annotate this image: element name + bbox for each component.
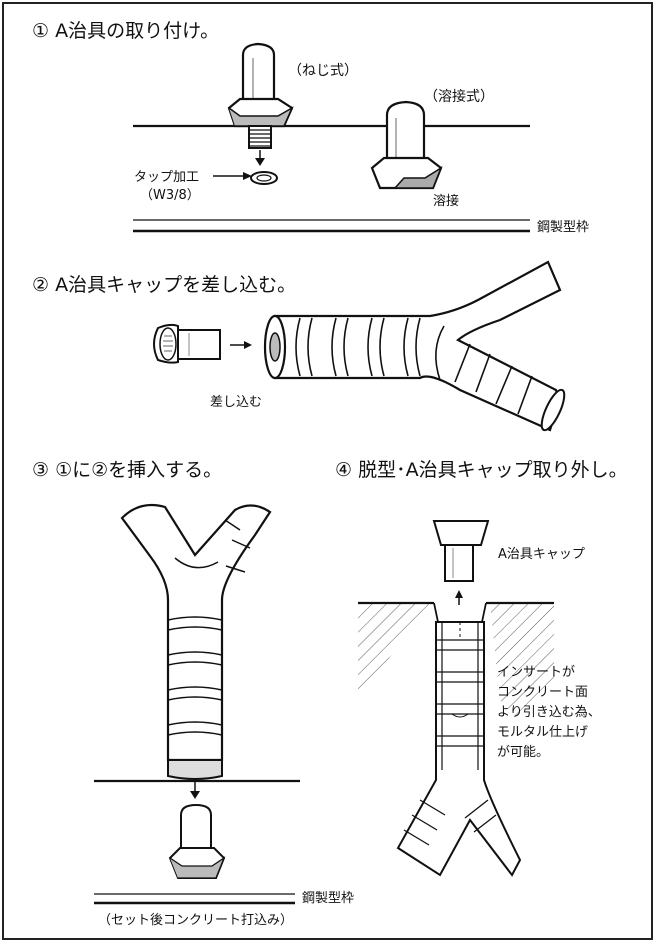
step1-heading: ① A治具の取り付け。 [32,20,219,42]
note-line-5: が可能。 [497,745,549,760]
steel-form-label-2: 鋼製型枠 [302,891,354,906]
note-line-4: モルタル仕上げ [497,725,588,740]
note-line-3: より引き込む為、 [497,704,601,720]
step2-heading: ② A治具キャップを差し込む。 [32,274,296,296]
weld-type-jig [370,100,443,190]
weld-label: 溶接 [433,193,459,209]
screw-type-jig [227,42,294,185]
note-line-1: インサートが [497,665,575,680]
step3-heading: ③ ①に②を挿入する。 [32,459,222,481]
tap-label-line2: （W3/8） [140,188,200,203]
embedded-insert [396,621,522,877]
step3-jig [168,803,226,879]
screw-type-label: （ねじ式） [288,63,358,79]
step3-arrow [190,791,200,799]
y-insert-vertical [120,503,272,780]
cap-label: A治具キャップ [498,547,585,562]
concrete-section [358,603,554,720]
weld-type-label: （溶接式） [424,88,494,105]
insert-label: 差し込む [210,395,262,410]
remove-arrow [455,590,463,598]
note-line-2: コンクリート面 [497,685,588,700]
removed-cap [432,520,490,582]
step4-heading: ④ 脱型･A治具キャップ取り外し。 [335,459,628,481]
steel-form-label-1: 鋼製型枠 [537,220,589,235]
tap-label-line1: タップ加工 [134,170,199,185]
after-set-label: （セット後コンクリート打込み） [98,913,293,928]
insert-arrow [244,341,252,349]
y-insert-horizontal [263,260,566,432]
a-jig-cap [153,323,221,364]
